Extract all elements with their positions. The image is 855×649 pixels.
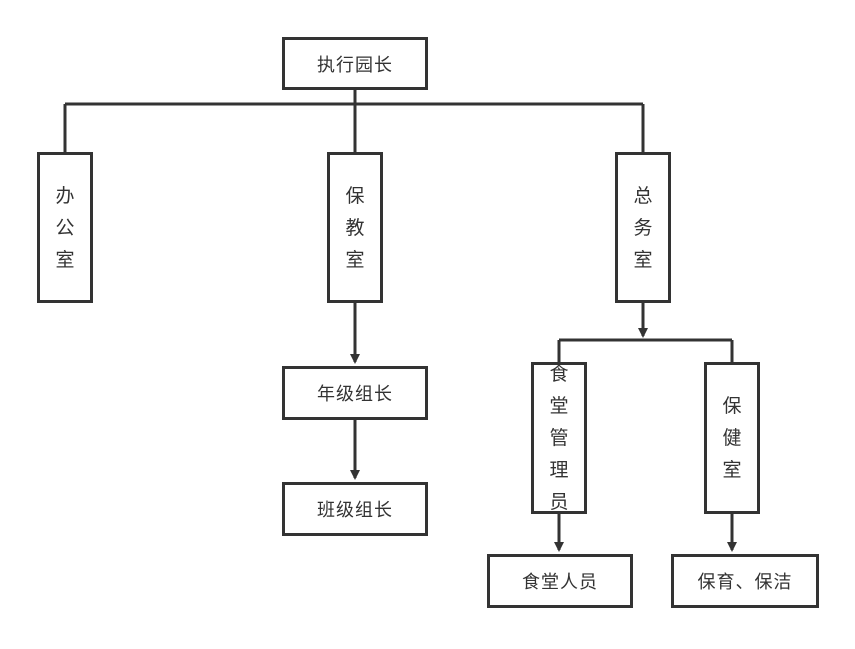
node-class-leader: 班级组长: [282, 482, 428, 536]
node-label: 办公室: [55, 184, 75, 271]
node-label: 班级组长: [317, 500, 393, 521]
node-label: 执行园长: [317, 54, 393, 76]
node-label: 保育、保洁: [697, 572, 793, 593]
node-office: 办公室: [37, 152, 93, 303]
node-label: 总务室: [633, 184, 653, 271]
node-health-room: 保健室: [704, 362, 760, 514]
node-label: 保健室: [722, 395, 742, 481]
node-executive-principal: 执行园长: [282, 37, 428, 90]
node-label: 保教室: [345, 184, 365, 271]
node-grade-leader: 年级组长: [282, 366, 428, 420]
node-childcare-cleaning: 保育、保洁: [671, 554, 819, 608]
node-general-affairs-office: 总务室: [615, 152, 671, 303]
node-label: 食堂人员: [522, 572, 598, 593]
node-education-office: 保教室: [327, 152, 383, 303]
node-canteen-manager: 食堂管理员: [531, 362, 587, 514]
node-label: 食堂管理员: [549, 363, 569, 513]
node-canteen-staff: 食堂人员: [487, 554, 633, 608]
node-label: 年级组长: [317, 384, 393, 405]
